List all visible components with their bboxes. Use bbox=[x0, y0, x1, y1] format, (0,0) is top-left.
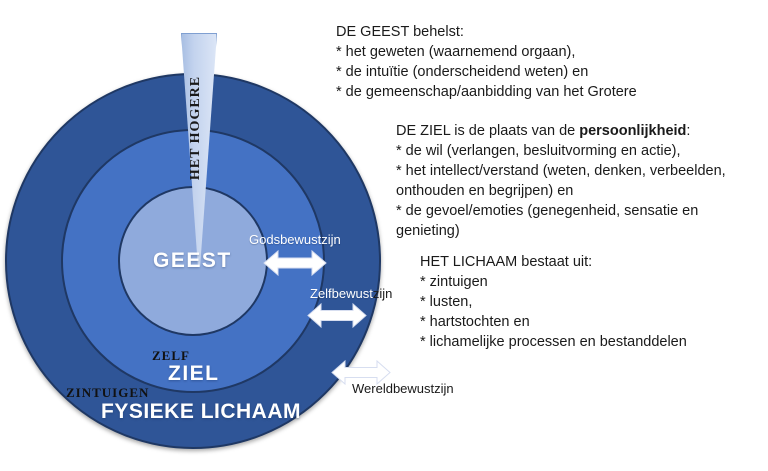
ziel-line-3: onthouden en begrijpen) en bbox=[396, 183, 574, 199]
ziel-heading-post: : bbox=[686, 123, 691, 139]
godsbewustzijn-label: Godsbewustzijn bbox=[249, 232, 341, 247]
geest-line-1: * het geweten (waarnemend orgaan), bbox=[336, 44, 576, 60]
het-hogere-label: HET HOGERE bbox=[188, 75, 203, 181]
god-consciousness-arrow bbox=[263, 249, 327, 277]
geest-label: GEEST bbox=[153, 249, 232, 272]
zelf-label: ZELF bbox=[152, 348, 190, 363]
ring-spirit bbox=[118, 186, 268, 336]
lichaam-line-1: * zintuigen bbox=[420, 274, 488, 290]
self-consciousness-arrow bbox=[307, 302, 367, 329]
ziel-line-1: * de wil (verlangen, besluitvorming en a… bbox=[396, 143, 681, 159]
fysieke-lichaam-label: FYSIEKE LICHAAM bbox=[101, 400, 302, 423]
text-block-ziel: DE ZIEL is de plaats van de persoonlijkh… bbox=[396, 121, 768, 241]
wereldbewustzijn-label: Wereldbewustzijn bbox=[352, 381, 454, 396]
ziel-line-5: genieting) bbox=[396, 223, 460, 239]
lichaam-heading: HET LICHAAM bestaat uit: bbox=[420, 254, 593, 270]
lichaam-line-2: * lusten, bbox=[420, 294, 473, 310]
world-consciousness-arrow bbox=[331, 359, 391, 386]
zintuigen-label: ZINTUIGEN bbox=[66, 385, 150, 400]
geest-line-2: * de intuïtie (onderscheidend weten) en bbox=[336, 64, 589, 80]
zelfbewustzijn-label: Zelfbewustzijn bbox=[310, 286, 392, 301]
zelfbewustzijn-label-white: Zelfbewust bbox=[310, 286, 373, 301]
ziel-line-4: * de gevoel/emoties (genegenheid, sensat… bbox=[396, 203, 699, 219]
lichaam-line-4: * lichamelijke processen en bestanddelen bbox=[420, 334, 687, 350]
ziel-label: ZIEL bbox=[168, 362, 220, 385]
ziel-heading-bold: persoonlijkheid bbox=[579, 123, 687, 139]
lichaam-line-3: * hartstochten en bbox=[420, 314, 530, 330]
ziel-line-2: * het intellect/verstand (weten, denken,… bbox=[396, 163, 726, 179]
text-block-geest: DE GEEST behelst: * het geweten (waarnem… bbox=[336, 22, 756, 102]
geest-line-3: * de gemeenschap/aanbidding van het Grot… bbox=[336, 84, 637, 100]
text-block-lichaam: HET LICHAAM bestaat uit: * zintuigen * l… bbox=[420, 252, 765, 352]
ziel-heading: DE ZIEL is de plaats van de persoonlijkh… bbox=[396, 121, 768, 141]
ziel-heading-pre: DE ZIEL is de plaats van de bbox=[396, 123, 580, 139]
geest-heading: DE GEEST behelst: bbox=[336, 24, 464, 40]
zelfbewustzijn-label-dark: zijn bbox=[372, 286, 393, 301]
